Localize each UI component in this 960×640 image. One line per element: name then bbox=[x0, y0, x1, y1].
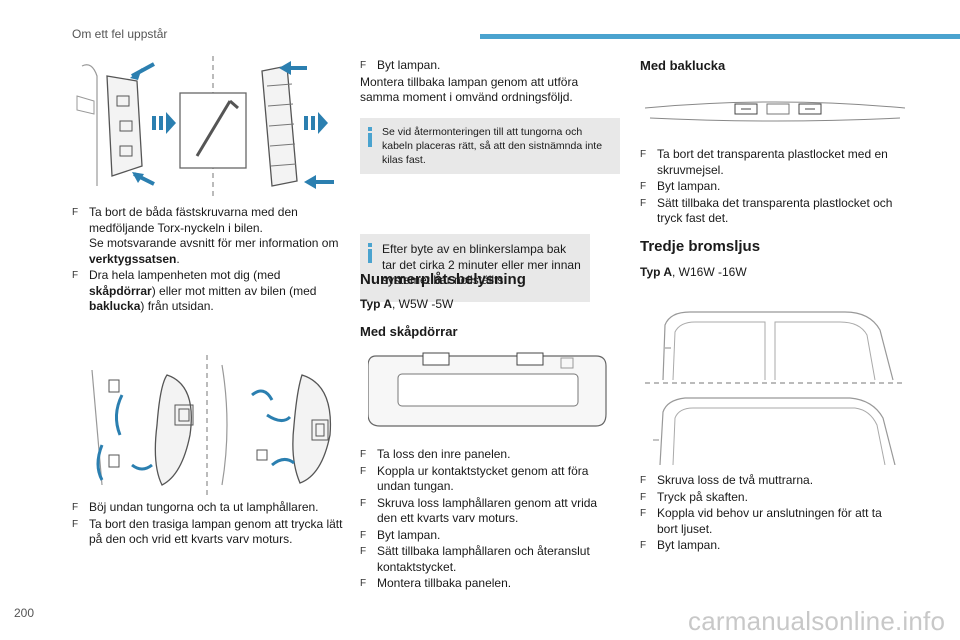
third-brake-light-illustration bbox=[645, 300, 905, 465]
section-license-plate: Nummerplåtsbelysning bbox=[360, 271, 620, 288]
license-plate-light-illustration bbox=[368, 350, 608, 432]
bullet-icon: F bbox=[360, 60, 367, 71]
bullet-icon: F bbox=[360, 546, 367, 557]
bullet-icon: F bbox=[640, 475, 647, 486]
bullet-icon: F bbox=[360, 449, 367, 460]
rear-lamp-removal-illustration bbox=[72, 56, 342, 196]
bullet-icon: F bbox=[72, 270, 79, 281]
info-box-tabs-cable: Se vid återmonteringen till att tungorna… bbox=[360, 118, 620, 174]
info-icon bbox=[368, 243, 372, 263]
bullet-icon: F bbox=[72, 502, 79, 513]
bullet-icon: F bbox=[640, 181, 647, 192]
bullet-icon: F bbox=[360, 465, 367, 477]
bullet-icon: F bbox=[640, 149, 647, 160]
info-box-indicator-reset: Efter byte av en blinkerslampa bak tar d… bbox=[360, 234, 590, 302]
bullet-icon: F bbox=[360, 497, 367, 509]
section-title-third-brake-light: Tredje bromsljus bbox=[640, 238, 761, 255]
bullet-icon: F bbox=[360, 578, 367, 589]
brake-light-type: Typ A, W16W -16W bbox=[640, 265, 747, 279]
bullet-icon: F bbox=[72, 518, 79, 530]
subsection-baklucka: Med baklucka bbox=[640, 58, 726, 73]
license-plate-type: Typ A, W5W -5W bbox=[360, 297, 454, 311]
bullet-icon: F bbox=[640, 197, 647, 209]
watermark: carmanualsonline.info bbox=[688, 606, 946, 636]
tailgate-light-illustration bbox=[645, 98, 905, 128]
section-title-license-plate: Nummerplåtsbelysning bbox=[360, 271, 526, 288]
header-title: Om ett fel uppstår bbox=[72, 27, 168, 41]
page-number: 200 bbox=[14, 606, 35, 620]
lamp-holder-tabs-illustration bbox=[72, 355, 344, 495]
bullet-icon: F bbox=[72, 207, 79, 218]
header-accent-bar bbox=[480, 34, 960, 39]
bullet-icon: F bbox=[640, 540, 647, 551]
info-icon bbox=[368, 127, 372, 147]
reassemble-text: Montera tillbaka lampan genom att utföra… bbox=[360, 74, 579, 105]
bullet-icon: F bbox=[640, 491, 647, 503]
subsection-skapdorrar: Med skåpdörrar bbox=[360, 324, 458, 339]
bullet-icon: F bbox=[360, 529, 367, 541]
bullet-icon: F bbox=[640, 508, 647, 519]
section-third-brake-light: Tredje bromsljus bbox=[640, 238, 905, 255]
